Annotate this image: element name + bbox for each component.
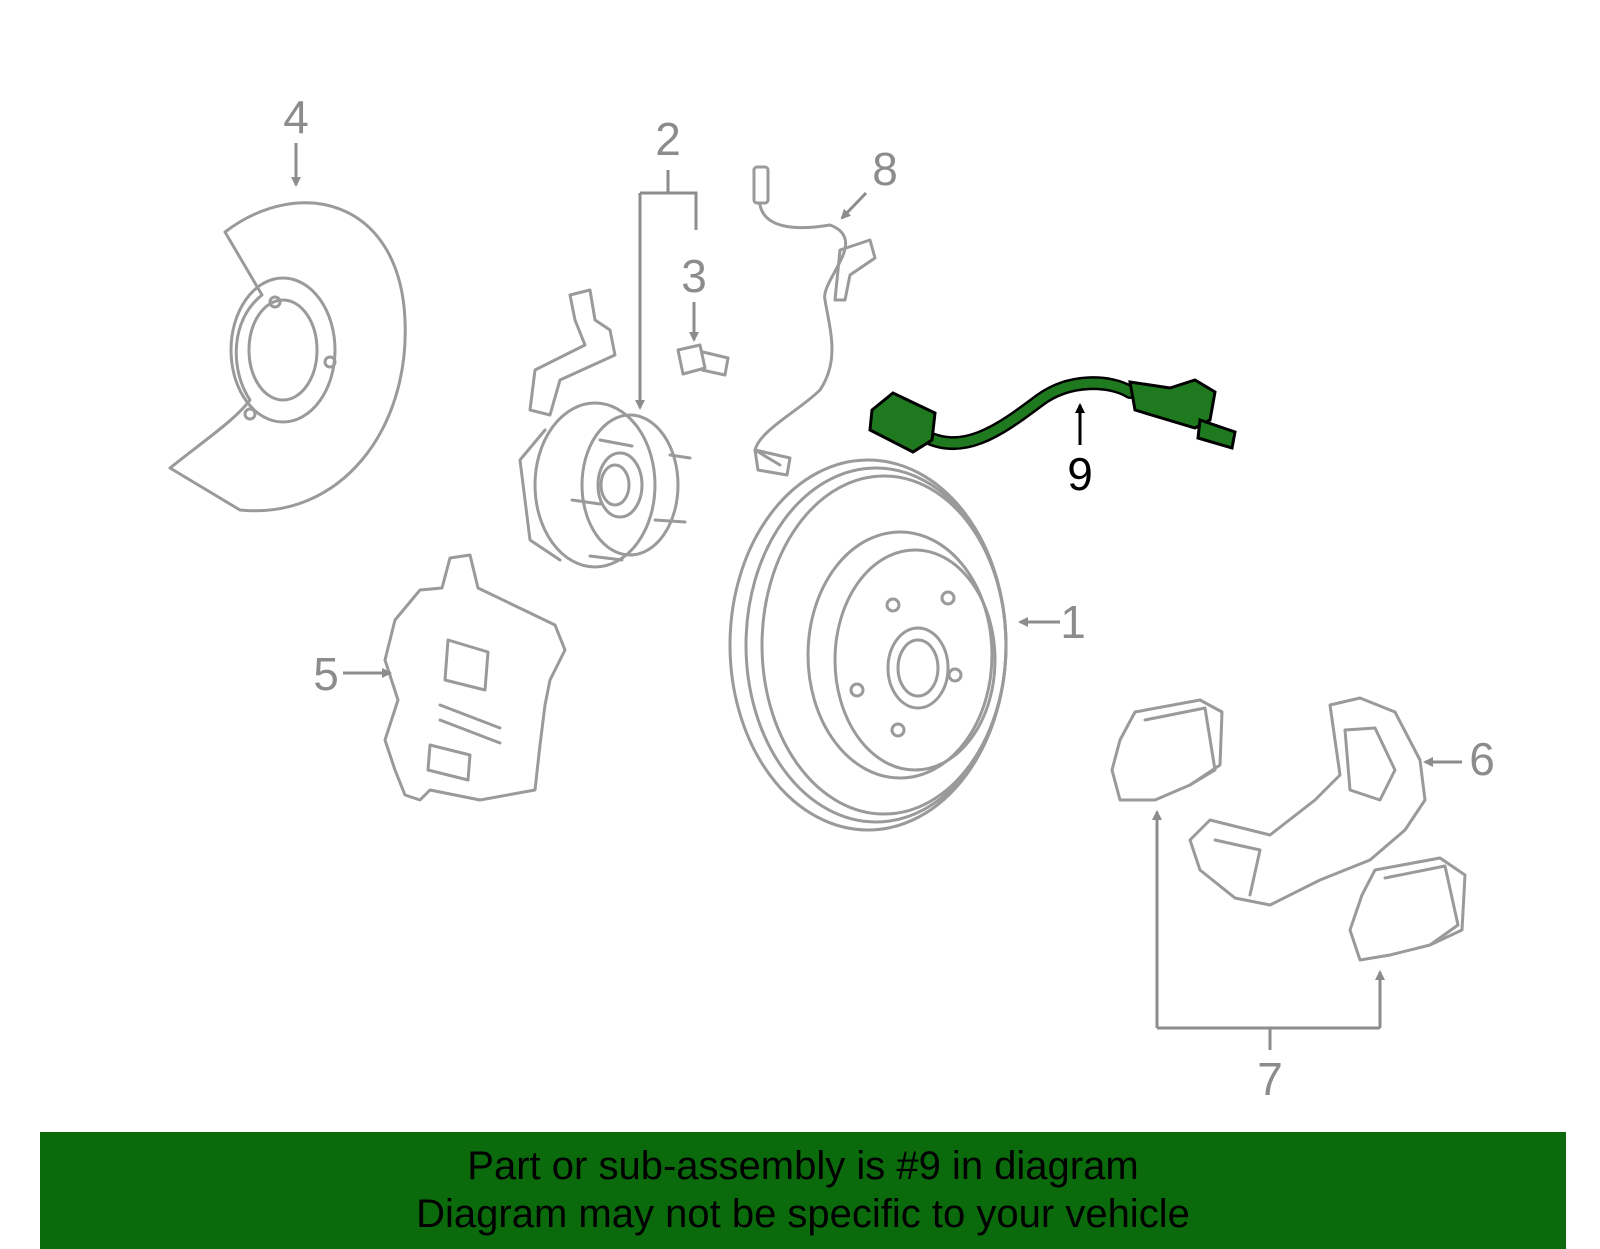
callout-7: 7 [1257,1053,1283,1105]
callout-8: 8 [872,143,898,195]
callout-2: 2 [655,113,681,165]
callout-9: 9 [1067,448,1093,500]
hub-bearing-part-2 [518,288,692,569]
part-info-banner: Part or sub-assembly is #9 in diagram Di… [40,1132,1566,1249]
brake-rotor-part-1 [728,458,1008,832]
callout-1: 1 [1060,596,1086,648]
speed-sensor-part-8 [752,165,877,477]
dust-shield-part-4 [168,201,407,513]
callout-3: 3 [681,250,707,302]
bolt-part-3 [676,343,730,377]
abs-sensor-part-9-highlighted [868,376,1237,454]
banner-line-1: Part or sub-assembly is #9 in diagram [467,1144,1139,1188]
callout-6: 6 [1469,733,1495,785]
caliper-bracket-part-6 [1188,696,1427,907]
parts-diagram: 4 2 3 8 9 [168,91,1495,1105]
banner-line-2: Diagram may not be specific to your vehi… [416,1192,1190,1236]
callout-4: 4 [283,91,309,143]
brake-caliper-part-5 [383,553,567,802]
brake-pads-part-7 [1110,698,1467,962]
callout-5: 5 [313,648,339,700]
